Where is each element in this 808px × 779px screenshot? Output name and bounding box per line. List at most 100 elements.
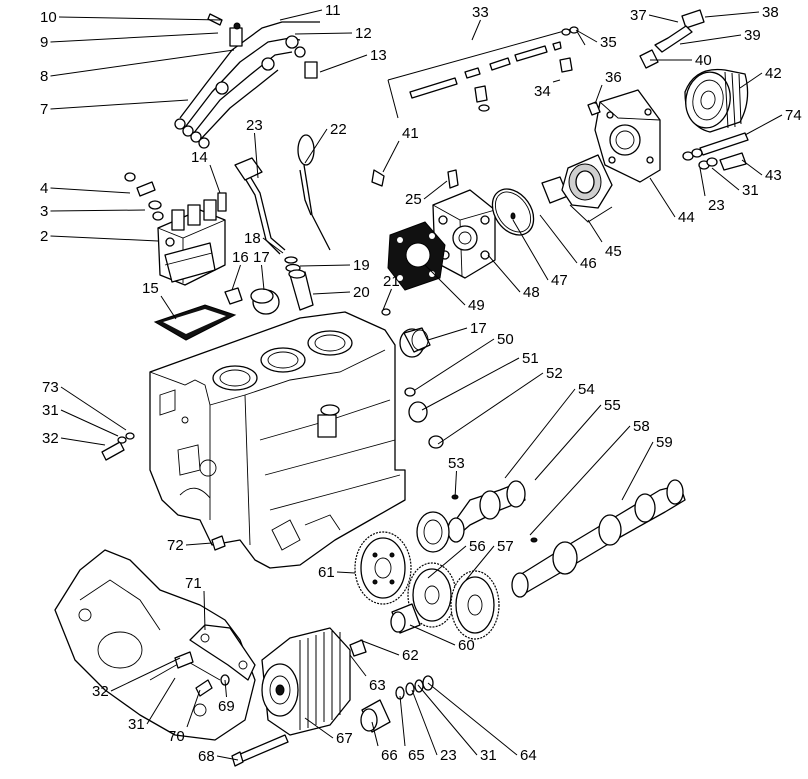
gear-61: [354, 531, 412, 605]
part-number-label: 56: [469, 538, 486, 555]
callout-leader-c58: [529, 425, 631, 536]
callout-leader-c25: [423, 180, 448, 200]
spacer-66: [360, 699, 391, 733]
part-number-label: 21: [383, 273, 400, 290]
callout-leader-c4: [50, 187, 131, 194]
oil-filter: [684, 68, 749, 133]
alternator: [261, 627, 367, 736]
part-number-label: 2: [40, 228, 48, 245]
callout-leader-c32a: [60, 437, 106, 446]
part-number-label: 72: [167, 537, 184, 554]
callout-leader-c39: [679, 34, 742, 45]
gear-57: [450, 570, 500, 640]
callout-leader-c3: [50, 209, 146, 212]
callout-leader-c48: [487, 254, 521, 293]
part-number-label: 64: [520, 747, 537, 764]
part-number-label: 31: [742, 182, 759, 199]
callout-leader-c20: [312, 291, 351, 295]
callout-leader-c22: [304, 128, 328, 164]
part-number-label: 46: [580, 255, 597, 272]
part-number-label: 25: [405, 191, 422, 208]
part-number-label: 31: [128, 716, 145, 733]
part-number-label: 41: [402, 125, 419, 142]
callout-leader-c41: [382, 140, 400, 173]
part-number-label: 37: [630, 7, 647, 24]
callout-leader-c50: [414, 338, 495, 391]
callout-leader-c73: [60, 386, 127, 431]
part-number-label: 38: [762, 4, 779, 21]
part-number-label: 36: [605, 69, 622, 86]
callout-leader-c32b: [110, 657, 181, 692]
callout-leader-c11: [279, 9, 323, 21]
part-number-label: 23: [708, 197, 725, 214]
part-number-label: 33: [472, 4, 489, 21]
part-number-label: 55: [604, 397, 621, 414]
callout-leader-c62: [359, 639, 400, 656]
callout-leader-c16: [231, 264, 241, 291]
part-number-label: 42: [765, 65, 782, 82]
part-number-label: 68: [198, 748, 215, 765]
part-number-label: 31: [480, 747, 497, 764]
gasket-15: [153, 304, 237, 341]
dipstick-assembly: [224, 134, 331, 315]
part-number-label: 35: [600, 34, 617, 51]
part-number-label: 17: [253, 249, 270, 266]
alt-washers: [395, 675, 434, 700]
callout-leader-c57: [465, 545, 495, 581]
camshaft-59: [511, 479, 686, 598]
callout-leader-c31c: [146, 677, 176, 725]
callout-leader-c66: [371, 721, 379, 747]
part-number-label: 15: [142, 280, 159, 297]
part-number-label: 45: [605, 243, 622, 260]
callout-leader-c18: [262, 237, 284, 254]
part-number-label: 17: [470, 320, 487, 337]
callout-leader-c54: [504, 388, 576, 479]
callout-leader-c13: [319, 54, 368, 73]
part-number-label: 57: [497, 538, 514, 555]
part-number-label: 48: [523, 284, 540, 301]
part-number-label: 71: [185, 575, 202, 592]
callout-leader-c31d: [417, 684, 478, 756]
breather-tubes: [387, 26, 586, 119]
callout-leader-c9: [50, 32, 219, 43]
callout-leader-c15: [160, 295, 177, 320]
callout-leader-c17b: [427, 327, 468, 341]
part-number-label: 60: [458, 637, 475, 654]
part-number-label: 20: [353, 284, 370, 301]
callout-leader-c14: [209, 164, 221, 194]
part-number-label: 31: [42, 402, 59, 419]
injection-pipes: [174, 13, 320, 149]
callout-leader-c72: [185, 542, 213, 546]
part-number-label: 59: [656, 434, 673, 451]
part-number-label: 13: [370, 47, 387, 64]
part-number-label: 8: [40, 68, 48, 85]
part-number-label: 39: [744, 27, 761, 44]
callout-leader-c71: [203, 590, 206, 631]
oil-fitting: [639, 9, 705, 69]
part-number-label: 18: [244, 230, 261, 247]
part-number-label: 58: [633, 418, 650, 435]
callout-leader-c56: [427, 545, 467, 579]
part-number-label: 32: [42, 430, 59, 447]
camshaft-55: [447, 480, 526, 543]
callout-leader-c37: [648, 14, 679, 23]
callout-leader-c60: [409, 624, 456, 646]
part-number-label: 40: [695, 52, 712, 69]
callout-leader-c45: [587, 219, 603, 243]
callout-leader-c53: [454, 470, 457, 499]
oil-pump-rotor: [541, 154, 613, 223]
bush-60: [390, 603, 421, 634]
part-number-label: 53: [448, 455, 465, 472]
part-number-label: 3: [40, 203, 48, 220]
callout-leader-c10: [58, 16, 223, 21]
part-number-label: 9: [40, 34, 48, 51]
bolt-43: [682, 132, 749, 171]
part-number-label: 44: [678, 209, 695, 226]
part-number-label: 32: [92, 683, 109, 700]
callout-leader-c36: [594, 84, 603, 105]
callout-leader-c7: [50, 99, 189, 110]
callout-leader-c12: [294, 32, 353, 35]
callout-leader-c23a: [699, 167, 706, 197]
